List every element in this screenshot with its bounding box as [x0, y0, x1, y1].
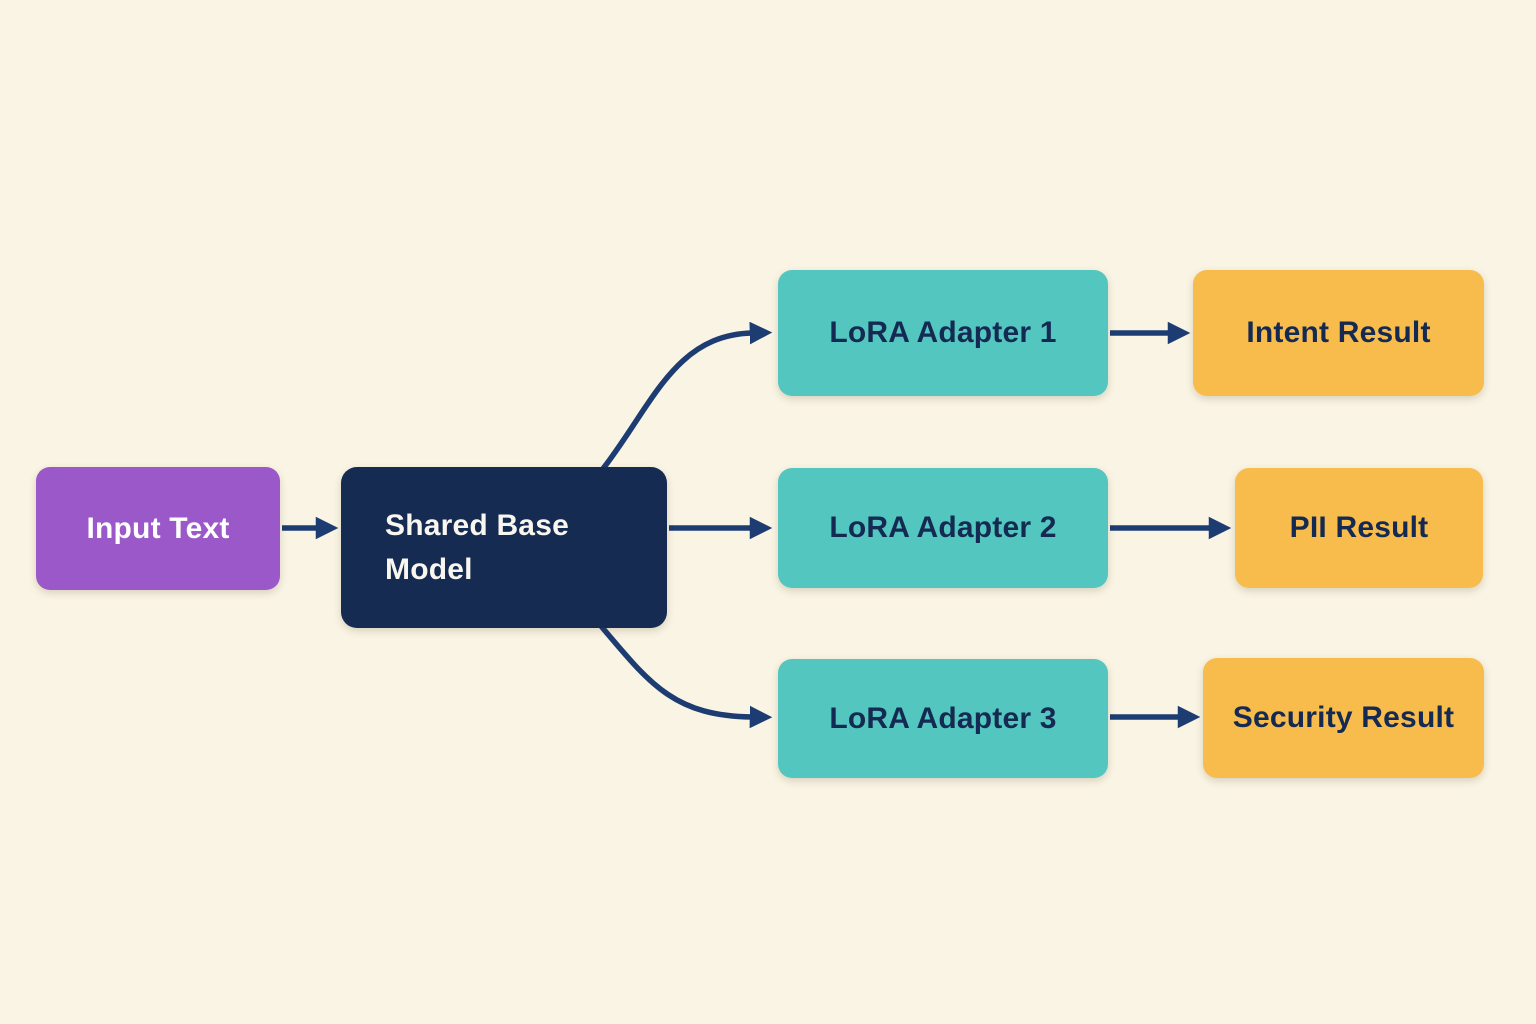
edge-base-to-adapter3: [598, 624, 773, 729]
node-pii-result: PII Result: [1235, 468, 1483, 588]
node-lora-adapter-2: LoRA Adapter 2: [778, 468, 1108, 588]
node-lora-adapter-1: LoRA Adapter 1: [778, 270, 1108, 396]
node-lora-adapter-2-label: LoRA Adapter 2: [829, 511, 1057, 544]
node-shared-base-model: Shared Base Model: [341, 467, 667, 628]
node-lora-adapter-1-label: LoRA Adapter 1: [829, 316, 1057, 349]
node-security-result: Security Result: [1203, 658, 1484, 778]
node-lora-adapter-3-label: LoRA Adapter 3: [829, 701, 1057, 735]
node-input-text: Input Text: [36, 467, 280, 590]
node-intent-result: Intent Result: [1193, 270, 1484, 396]
node-input-text-label: Input Text: [86, 511, 230, 545]
node-lora-adapter-3: LoRA Adapter 3: [778, 659, 1108, 778]
node-pii-result-label: PII Result: [1289, 511, 1429, 544]
node-security-result-label: Security Result: [1232, 701, 1455, 734]
edge-base-to-adapter1: [599, 321, 773, 472]
node-intent-result-label: Intent Result: [1246, 316, 1431, 349]
node-shared-base-model-label: Shared Base Model: [385, 509, 569, 586]
